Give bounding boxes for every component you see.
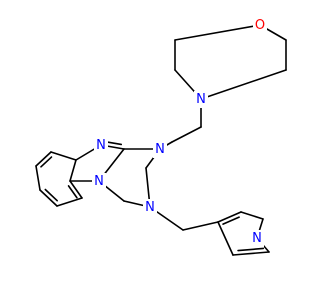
svg-text:O: O xyxy=(255,18,265,33)
bond-C8a-C4a xyxy=(69,159,77,182)
nitrogen-atom-n1: N xyxy=(153,141,167,158)
nitrogen-atom-imidazole: N xyxy=(94,137,108,154)
bond-b2-b3 xyxy=(35,165,41,191)
bond-b3-b4 xyxy=(39,189,58,207)
svg-text:N: N xyxy=(196,92,206,107)
double-bond-b5-C4a xyxy=(67,185,78,199)
oxygen-atom-morpholine: O xyxy=(253,17,267,34)
bond-py6-py1 xyxy=(217,221,234,256)
double-bond-b1-b2 xyxy=(40,156,53,168)
double-bond-b3-b4 xyxy=(44,188,58,202)
atom-label-layer: O N N N N N N xyxy=(92,17,267,247)
svg-text:N: N xyxy=(252,231,262,246)
bond-C8a-b1 xyxy=(50,151,77,161)
bond-e1-e2 xyxy=(171,126,202,143)
bond-b1-b2 xyxy=(35,151,52,167)
nitrogen-atom-n3: N xyxy=(143,199,157,216)
bond-CH2-py1 xyxy=(182,221,219,231)
svg-text:N: N xyxy=(145,200,155,215)
nitrogen-atom-morpholine: N xyxy=(194,91,208,108)
bond-py5-py6 xyxy=(232,251,270,256)
molecule-structure: O N N N N N N xyxy=(35,17,287,256)
bond-b5-C4a xyxy=(69,180,83,199)
svg-text:N: N xyxy=(96,138,106,153)
bond-m2-Nm xyxy=(200,69,287,100)
svg-text:N: N xyxy=(155,142,165,157)
bond-py2-py3 xyxy=(240,211,264,220)
double-bond-py5-py6 xyxy=(237,247,265,252)
bond-layer xyxy=(35,24,287,256)
nitrogen-atom-pyridine: N xyxy=(250,230,264,247)
double-bond-py1-py2 xyxy=(222,216,240,225)
svg-text:N: N xyxy=(94,174,104,189)
bond-py1-py2 xyxy=(217,211,242,223)
nitrogen-atom-bridgehead: N xyxy=(92,173,106,190)
bond-m4-O xyxy=(174,24,261,41)
bond-b4-b5 xyxy=(56,197,83,207)
